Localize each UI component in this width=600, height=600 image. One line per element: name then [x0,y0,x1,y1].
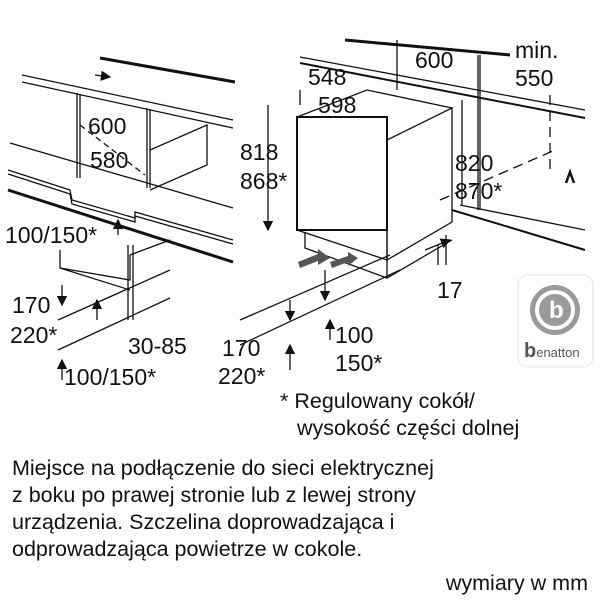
dim-offset: 17 [437,277,463,303]
dim-depth: 548 [308,64,346,90]
svg-text:b: b [549,297,564,324]
dim-inner-width: 580 [90,147,128,173]
description-line-2: z boku po prawej stronie lub z lewej str… [12,483,416,507]
footnote-line-1: * Regulowany cokół/ [280,389,475,413]
benatton-logo: b benatton [517,274,594,368]
dim-plinth-h2-right: 220* [218,363,265,389]
dim-plinth-h1: 170 [12,292,50,318]
dim-min-label: min. [515,37,558,63]
dim-niche-h1: 820 [455,150,493,176]
description-line-1: Miejsce na podłączenie do sieci elektryc… [12,456,434,480]
dim-plinth-depth: 30-85 [128,333,187,359]
dim-vent-h2: 150* [335,350,382,376]
dim-niche-width: 600 [88,113,126,139]
dim-plinth-top: 100/150* [5,222,97,248]
dim-plinth-h1-right: 170 [222,335,260,361]
dim-niche-width-right: 600 [415,47,453,73]
dim-height2: 868* [240,168,287,194]
dim-niche-h2: 870* [455,178,502,204]
svg-text:benatton: benatton [524,340,580,362]
appliance-drawing [239,38,586,370]
units-note: wymiary w mm [445,571,588,595]
air-flow-arrows [298,249,358,268]
footnote-line-2: wysokość części dolnej [297,416,520,440]
niche-drawing [7,56,236,380]
description-line-4: odprowadzająca powietrze w cokole. [12,537,363,561]
dim-min-value: 550 [515,65,553,91]
dim-plinth-bottom: 100/150* [64,364,156,390]
dim-width: 598 [318,92,356,118]
dim-vent-h1: 100 [335,322,373,348]
dim-plinth-h2: 220* [10,322,57,348]
description-line-3: urządzenia. Szczelina doprowadzająca i [12,510,395,534]
dim-height1: 818 [240,139,278,165]
